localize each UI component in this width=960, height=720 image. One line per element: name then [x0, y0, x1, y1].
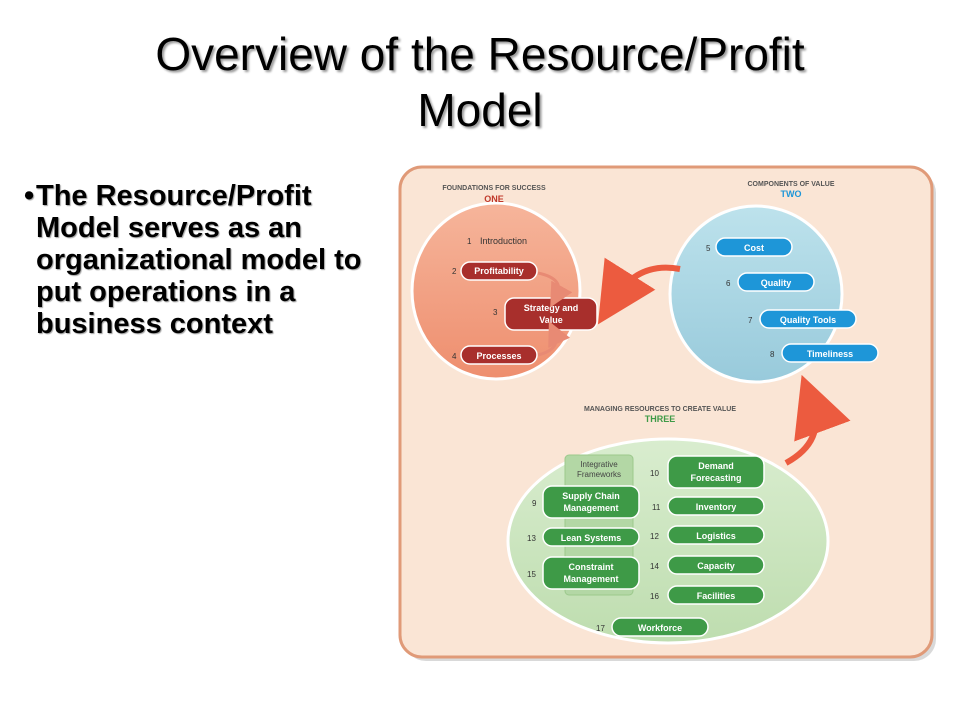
- one-header: FOUNDATIONS FOR SUCCESS: [442, 185, 546, 192]
- two-label: TWO: [781, 189, 802, 199]
- one-item-num: 2: [452, 267, 457, 276]
- pill-label: Supply Chain: [562, 491, 620, 501]
- pill-label: Logistics: [696, 531, 736, 541]
- pill-demand-forecasting: [667, 455, 765, 489]
- three-item-num: 9: [532, 499, 537, 508]
- pill-constraint-management: [542, 556, 640, 590]
- pill-cost: [715, 237, 793, 257]
- two-header: COMPONENTS OF VALUE: [748, 181, 835, 188]
- frameworks-label: Frameworks: [577, 470, 621, 479]
- pill-label: Lean Systems: [561, 533, 622, 543]
- pill-label: Strategy and: [524, 303, 579, 313]
- one-item-num: 3: [493, 308, 498, 317]
- frameworks-label: Integrative: [580, 460, 618, 469]
- pill-timeliness: [781, 343, 879, 363]
- pill-label: Cost: [744, 243, 764, 253]
- pill-quality-tools: [759, 309, 857, 329]
- two-item-num: 8: [770, 350, 775, 359]
- bullet-text: The Resource/Profit Model serves as an o…: [36, 180, 362, 340]
- pill-processes: [460, 345, 538, 365]
- three-item-num: 10: [650, 469, 659, 478]
- pill-label: Timeliness: [807, 349, 853, 359]
- pill-label: Demand: [698, 461, 734, 471]
- pill-label: Workforce: [638, 623, 682, 633]
- three-item-num: 13: [527, 534, 536, 543]
- two-item-num: 7: [748, 316, 753, 325]
- title-line-2: Model: [417, 84, 543, 136]
- three-item-num: 17: [596, 624, 605, 633]
- pill-inventory: [667, 496, 765, 516]
- bullet-item: • The Resource/Profit Model serves as an…: [24, 180, 376, 340]
- small-arrow-icon: [537, 271, 573, 308]
- pill-label: Value: [539, 315, 563, 325]
- pill-profitability: [460, 261, 538, 281]
- two-item-num: 5: [706, 244, 711, 253]
- pill-quality: [737, 272, 815, 292]
- pill-label: Constraint: [569, 562, 614, 572]
- two-item-num: 6: [726, 279, 731, 288]
- one-intro-label: Introduction: [480, 236, 527, 246]
- pill-label: Management: [563, 503, 618, 513]
- pill-label: Forecasting: [690, 473, 741, 483]
- pill-logistics: [667, 525, 765, 545]
- arrow-three-to-two-icon: [784, 374, 851, 466]
- pill-label: Profitability: [474, 266, 524, 276]
- pill-capacity: [667, 555, 765, 575]
- pill-lean-systems: [542, 527, 640, 547]
- pill-label: Management: [563, 574, 618, 584]
- bullet-list: • The Resource/Profit Model serves as an…: [24, 180, 376, 340]
- bullet-dot-icon: •: [24, 180, 35, 212]
- small-arrow-icon: [537, 321, 570, 357]
- pill-label: Quality Tools: [780, 315, 836, 325]
- pill-label: Quality: [761, 278, 792, 288]
- circle-one: [410, 201, 582, 381]
- resource-profit-diagram: FOUNDATIONS FOR SUCCESS ONE 1 Introducti…: [398, 165, 942, 665]
- one-item-num: 4: [452, 352, 457, 361]
- pill-facilities: [667, 585, 765, 605]
- three-label: THREE: [645, 414, 676, 424]
- three-item-num: 12: [650, 532, 659, 541]
- one-label: ONE: [484, 194, 504, 204]
- pill-label: Processes: [476, 351, 521, 361]
- three-item-num: 16: [650, 592, 659, 601]
- pill-supply-chain-management: [542, 485, 640, 519]
- title-line-1: Overview of the Resource/Profit: [155, 28, 805, 80]
- pill-workforce: [611, 617, 709, 637]
- slide-title: Overview of the Resource/Profit Model: [30, 26, 930, 138]
- three-item-num: 15: [527, 570, 536, 579]
- pill-label: Inventory: [696, 502, 737, 512]
- arrow-two-to-one-icon: [597, 257, 681, 325]
- three-item-num: 14: [650, 562, 659, 571]
- diagram-canvas: FOUNDATIONS FOR SUCCESS ONE 1 Introducti…: [398, 165, 936, 661]
- one-intro-num: 1: [467, 237, 472, 246]
- pill-label: Capacity: [697, 561, 735, 571]
- three-header: MANAGING RESOURCES TO CREATE VALUE: [584, 406, 736, 413]
- circle-two: [668, 204, 844, 384]
- pill-label: Facilities: [697, 591, 736, 601]
- three-item-num: 11: [652, 503, 661, 512]
